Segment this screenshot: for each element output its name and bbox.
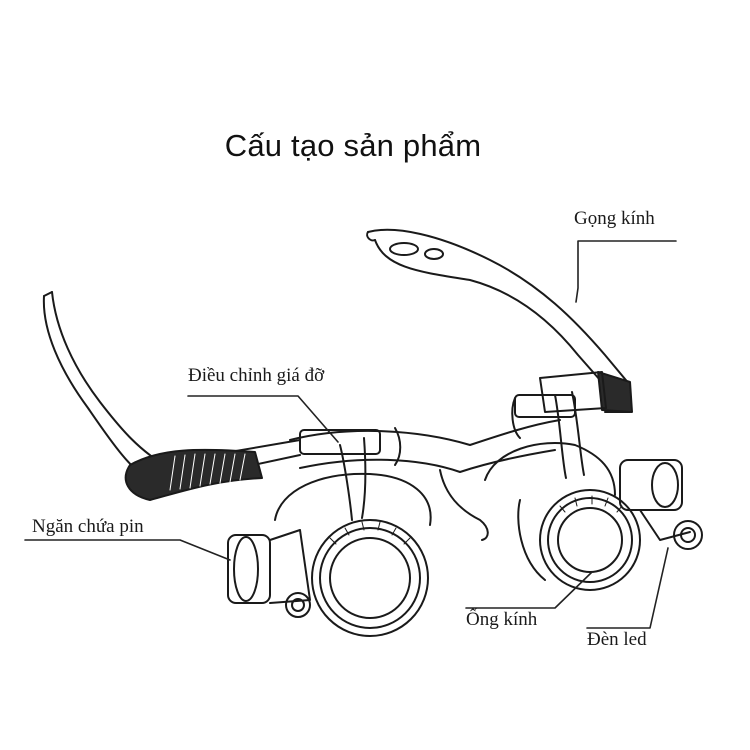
label-ngan-chua-pin: Ngăn chứa pin bbox=[32, 516, 144, 537]
leader-dieu-chinh bbox=[187, 395, 339, 443]
right-lens-assembly bbox=[484, 442, 703, 591]
label-den-led: Đèn led bbox=[587, 629, 647, 650]
leader-ong-kinh bbox=[465, 571, 593, 609]
right-temple-arm bbox=[366, 228, 633, 413]
leader-den-led bbox=[586, 547, 669, 629]
leader-ngan-chua-pin bbox=[24, 539, 231, 561]
support-bar bbox=[289, 391, 585, 541]
left-lens-assembly bbox=[227, 472, 432, 637]
label-gong-kinh: Gọng kính bbox=[574, 208, 655, 229]
leader-gong-kinh bbox=[575, 240, 677, 303]
left-temple-arm bbox=[42, 291, 301, 501]
leader-lines bbox=[24, 240, 677, 629]
label-dieu-chinh-gia-do: Điều chỉnh giá đỡ bbox=[188, 365, 325, 386]
label-ong-kinh: Ống kính bbox=[466, 609, 538, 630]
diagram-title: Cấu tạo sản phẩm bbox=[224, 128, 482, 163]
